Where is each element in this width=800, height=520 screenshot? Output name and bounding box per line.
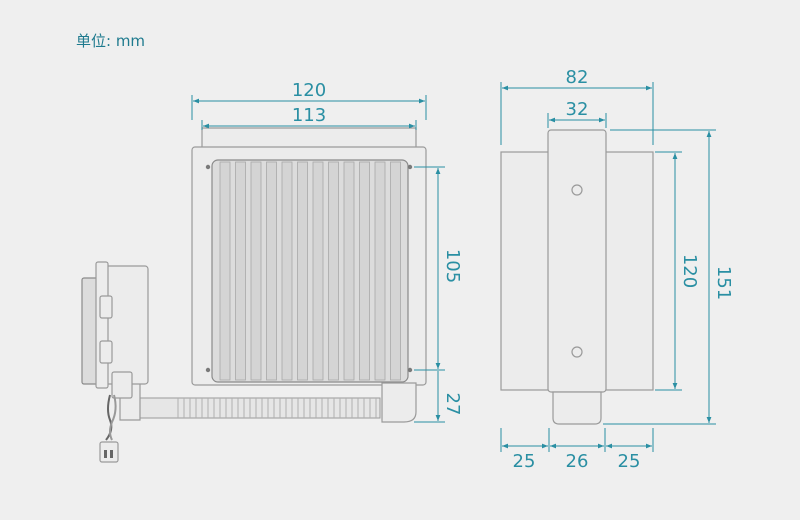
dim-width-total: 82 xyxy=(500,67,654,145)
unit-label: 单位: mm xyxy=(76,32,146,50)
fan-connector xyxy=(99,441,119,463)
radiator-bottom-tank xyxy=(381,382,417,423)
radiator-side-bottom xyxy=(552,391,602,425)
fan-left xyxy=(500,151,550,391)
mount-hole-top-right xyxy=(407,164,413,170)
coolant-hose xyxy=(119,379,381,421)
radiator-top-cap xyxy=(201,127,417,149)
fan-right xyxy=(604,151,654,391)
mount-hole-top-left xyxy=(205,164,211,170)
mount-hole-bottom-right xyxy=(407,367,413,373)
dim-width-inner: 113 xyxy=(201,105,417,130)
radiator-fins xyxy=(219,161,401,381)
dim-tube-offset-label: 27 xyxy=(442,393,463,416)
side-hole-top xyxy=(571,184,583,196)
dim-segment-middle-label: 26 xyxy=(566,451,589,472)
dim-total-height-label: 151 xyxy=(713,266,734,300)
radiator-fin xyxy=(390,161,401,381)
dim-bracket-width: 32 xyxy=(547,99,607,128)
dim-tube-offset: 27 xyxy=(414,371,463,423)
radiator-fin xyxy=(312,161,324,381)
radiator-fin xyxy=(343,161,355,381)
dim-height-holes: 105 xyxy=(414,166,463,371)
dim-width-inner-label: 113 xyxy=(292,105,326,126)
radiator-fin xyxy=(235,161,246,381)
radiator-fin xyxy=(328,161,339,381)
side-hole-bottom xyxy=(571,346,583,358)
dim-height-holes-label: 105 xyxy=(442,249,463,283)
radiator-fin xyxy=(219,161,231,381)
radiator-fin xyxy=(359,161,370,381)
radiator-fin xyxy=(250,161,262,381)
side-view: 82 32 120 151 xyxy=(500,67,734,472)
radiator-fin xyxy=(297,161,308,381)
dim-bracket-width-label: 32 xyxy=(566,99,589,120)
dim-segment-right-label: 25 xyxy=(618,451,641,472)
mount-hole-bottom-left xyxy=(205,367,211,373)
dim-width-outer: 120 xyxy=(191,80,427,120)
dim-width-total-label: 82 xyxy=(566,67,589,88)
fan-cable xyxy=(99,394,119,463)
radiator-fin xyxy=(374,161,386,381)
dim-segment-left-label: 25 xyxy=(513,451,536,472)
dim-bottom-segments: 25 26 25 xyxy=(500,428,654,472)
radiator-fin xyxy=(281,161,293,381)
dim-width-outer-label: 120 xyxy=(292,80,326,101)
dim-fan-height: 120 xyxy=(655,151,700,391)
dim-fan-height-label: 120 xyxy=(679,254,700,288)
pump-block xyxy=(81,261,149,399)
dim-total-height: 151 xyxy=(603,129,734,425)
radiator-fin xyxy=(266,161,277,381)
front-view: 120 113 105 27 xyxy=(81,80,463,463)
